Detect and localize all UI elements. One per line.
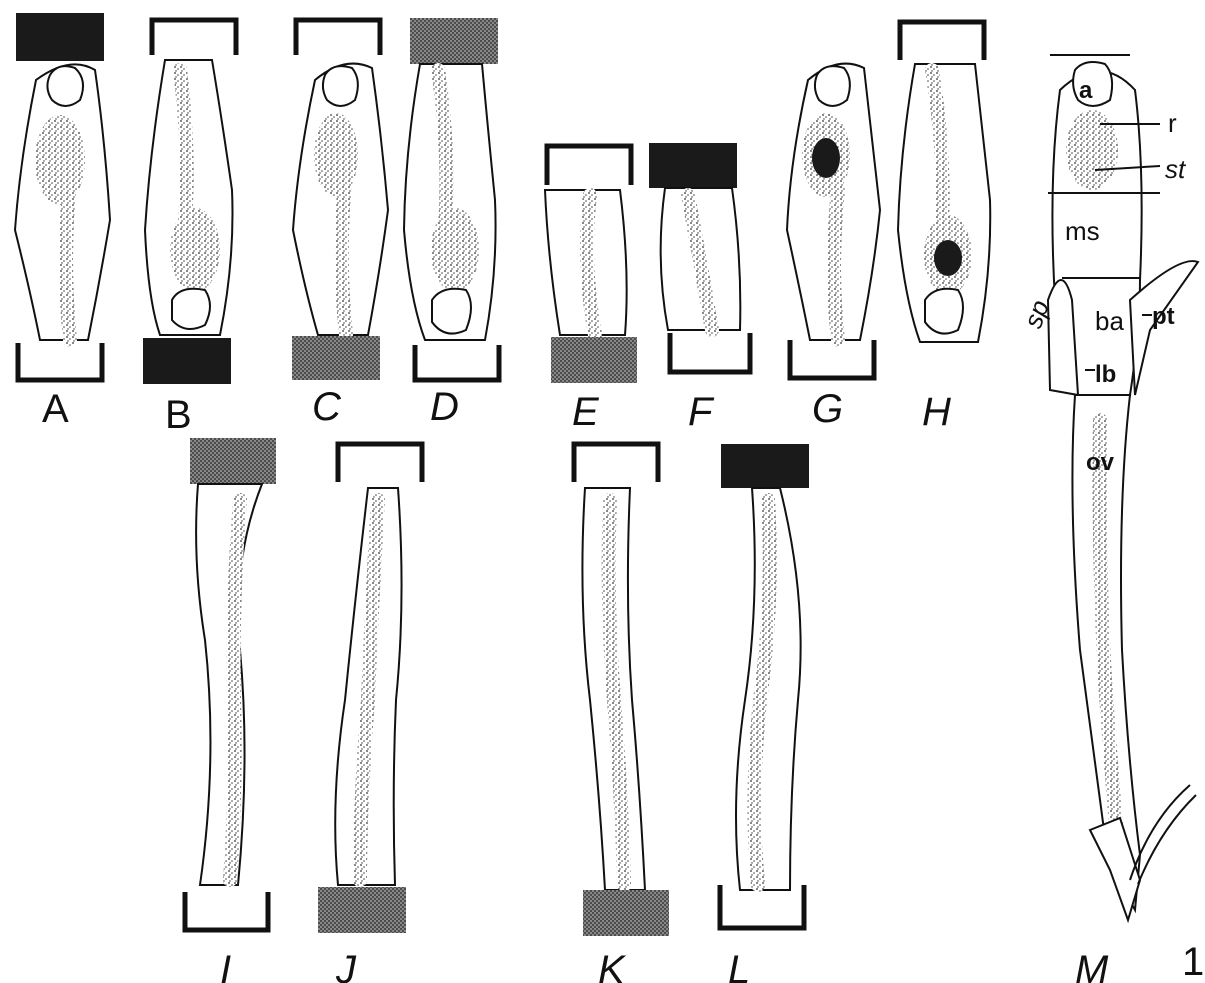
clamp-top-filled [16,13,104,61]
side-branch [1130,785,1196,884]
panel-g [787,64,880,378]
panel-h [898,22,990,342]
clamp-top-stippled [190,438,276,484]
stem-core [66,180,70,340]
panel-c [292,20,388,380]
panel-label-d: D [430,385,459,429]
label-ov: ov [1086,449,1115,476]
seed-capsule-dark-spot [934,240,962,276]
stem-core [834,190,838,340]
flower-head [925,289,963,334]
panel-label-j: J [335,948,357,983]
flower-head [432,289,471,334]
clamp-bottom-stippled [551,337,637,383]
clamp-bottom-open [18,343,102,380]
label-pt: pt [1152,303,1175,330]
panel-i [185,438,276,930]
seed-capsule [35,115,85,205]
panel-label-e: E [572,390,600,434]
stem-core [587,195,595,335]
clamp-bottom-open [720,885,804,928]
seed-capsule [314,113,358,197]
panel-m [1048,55,1198,920]
clamp-bottom-open [185,892,268,930]
panel-label-g: G [812,387,843,431]
panel-label-c: C [312,385,342,429]
flower-head [815,66,850,106]
figure-number: 1 [1182,940,1204,983]
seed-capsule [170,208,220,292]
panel-label-h: H [922,390,951,434]
stem-core [342,180,346,335]
label-ms: ms [1065,216,1100,246]
clamp-top-stippled [410,18,498,64]
panel-label-i: I [220,948,231,983]
panel-k [574,444,669,936]
clamp-top-filled [649,143,737,188]
clamp-top-open [900,22,984,60]
flower-head [323,66,358,106]
seed-capsule-dark-spot [812,138,840,178]
panel-label-f: F [688,390,715,434]
flower-head [47,66,83,106]
label-st: st [1165,154,1187,184]
clamp-bottom-open [670,333,750,372]
seed-capsule [431,208,479,292]
seed-capsule [1066,110,1118,190]
panel-a [15,13,110,380]
clamp-bottom-stippled [583,890,669,936]
panel-label-k: K [598,948,627,983]
stem-core [438,70,446,230]
clamp-top-open [152,20,236,55]
panel-f [649,143,750,372]
clamp-bottom-stippled [292,336,380,380]
panel-l [720,444,809,928]
stem-core [180,70,187,220]
clamp-top-filled [721,444,809,488]
clamp-top-open [547,146,631,185]
clamp-bottom-filled [143,338,231,384]
clamp-top-open [574,444,658,482]
panel-e [545,146,637,383]
clamp-top-open [296,20,380,55]
clamp-bottom-open [790,340,874,378]
clamp-top-open [338,444,422,482]
label-a: a [1079,77,1093,104]
clamp-bottom-stippled [318,887,406,933]
stem-core [230,500,240,880]
clamp-bottom-open [415,345,499,380]
panel-label-b: B [165,393,192,437]
panel-label-l: L [728,948,750,983]
panel-b [143,20,236,384]
label-r: r [1168,108,1177,138]
label-lb: lb [1095,361,1116,388]
label-ba: ba [1095,306,1124,336]
panel-label-m: M [1075,948,1109,983]
panel-j [318,444,422,933]
panel-label-a: A [42,387,69,431]
flower-head [172,289,210,329]
panel-d [404,18,499,380]
